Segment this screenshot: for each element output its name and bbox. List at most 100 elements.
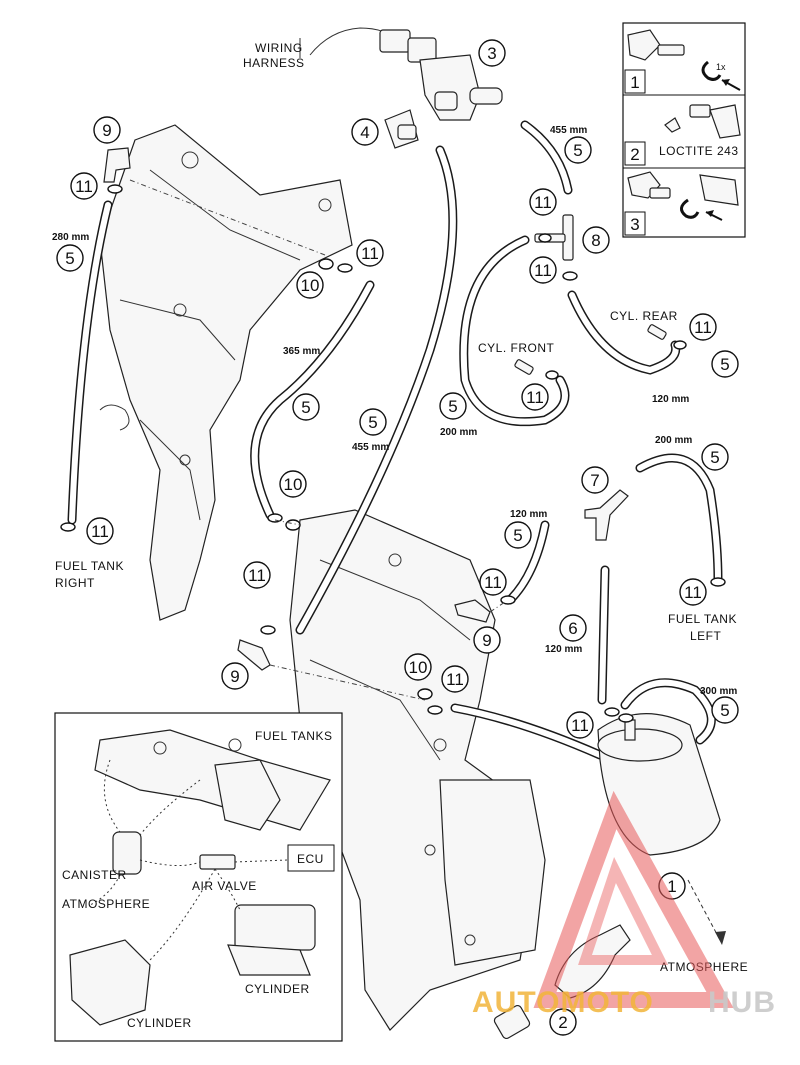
inset-ecu: ECU bbox=[297, 852, 324, 866]
svg-text:11: 11 bbox=[694, 318, 712, 337]
callout-11-top: 11 bbox=[70, 172, 98, 200]
callout-4: 4 bbox=[351, 118, 379, 146]
svg-text:10: 10 bbox=[409, 658, 428, 677]
dim-120-mid: 120 mm bbox=[510, 509, 547, 520]
svg-text:9: 9 bbox=[230, 667, 239, 686]
dim-200-front: 200 mm bbox=[440, 427, 477, 438]
callout-10-c: 10 bbox=[404, 653, 432, 681]
callout-11-g: 11 bbox=[243, 561, 271, 589]
clamps bbox=[60, 184, 726, 723]
callout-5-mid: 5 bbox=[504, 521, 532, 549]
svg-text:5: 5 bbox=[448, 397, 457, 416]
step-2-number: 2 bbox=[630, 145, 639, 164]
callout-2: 2 bbox=[549, 1008, 577, 1036]
dim-120-six: 120 mm bbox=[545, 644, 582, 655]
svg-text:11: 11 bbox=[684, 583, 702, 602]
svg-text:6: 6 bbox=[568, 619, 577, 638]
callout-9-top: 9 bbox=[93, 116, 121, 144]
callout-11-a: 11 bbox=[529, 188, 557, 216]
inset-cylinder-a: CYLINDER bbox=[245, 982, 310, 996]
svg-text:5: 5 bbox=[368, 413, 377, 432]
step-1-1x: 1x bbox=[716, 62, 726, 72]
dim-300: 300 mm bbox=[700, 686, 737, 697]
hoses bbox=[67, 120, 723, 760]
svg-text:11: 11 bbox=[571, 716, 589, 735]
label-harness: HARNESS bbox=[243, 56, 305, 70]
callout-10-b: 10 bbox=[279, 470, 307, 498]
watermark: AUTOMOTO HUB bbox=[472, 790, 776, 1019]
step-2-loctite: LOCTITE 243 bbox=[659, 144, 739, 158]
dim-280: 280 mm bbox=[52, 232, 89, 243]
svg-text:11: 11 bbox=[534, 261, 552, 280]
label-right: RIGHT bbox=[55, 576, 95, 590]
svg-text:5: 5 bbox=[513, 526, 522, 545]
callout-11-f: 11 bbox=[86, 517, 114, 545]
dim-200-right: 200 mm bbox=[655, 435, 692, 446]
svg-text:10: 10 bbox=[301, 276, 320, 295]
label-fuel-tank-left: FUEL TANK bbox=[668, 612, 737, 626]
callout-6: 6 bbox=[559, 614, 587, 642]
svg-text:4: 4 bbox=[360, 123, 369, 142]
inset-fuel-tanks: FUEL TANKS bbox=[255, 729, 332, 743]
inset-canister: CANISTER bbox=[62, 868, 127, 882]
callout-8: 8 bbox=[582, 226, 610, 254]
watermark-logo bbox=[533, 790, 734, 1008]
callout-5-rear: 5 bbox=[711, 350, 739, 378]
y-piece bbox=[584, 489, 629, 541]
svg-text:5: 5 bbox=[301, 398, 310, 417]
atmosphere-arrow bbox=[687, 879, 721, 941]
svg-text:11: 11 bbox=[75, 177, 93, 196]
callout-11-b: 11 bbox=[529, 256, 557, 284]
callout-9-mid: 9 bbox=[473, 626, 501, 654]
svg-text:11: 11 bbox=[526, 388, 544, 407]
callout-11-h: 11 bbox=[479, 568, 507, 596]
svg-text:11: 11 bbox=[248, 566, 266, 585]
label-cyl-rear: CYL. REAR bbox=[610, 309, 678, 323]
elbow-fitting-bottom bbox=[237, 639, 271, 671]
callout-5-365: 5 bbox=[292, 393, 320, 421]
svg-text:11: 11 bbox=[534, 193, 552, 212]
purge-valve bbox=[309, 27, 503, 121]
label-left: LEFT bbox=[690, 629, 722, 643]
dim-455-mid: 455 mm bbox=[352, 442, 389, 453]
steps-box: 1 2 3 1x LOCTITE 243 bbox=[622, 22, 746, 238]
svg-text:8: 8 bbox=[591, 231, 600, 250]
fuel-tank-right-shell bbox=[99, 124, 353, 621]
svg-text:5: 5 bbox=[720, 701, 729, 720]
elbow-fitting-mid bbox=[454, 599, 491, 623]
dim-120-rear: 120 mm bbox=[652, 394, 689, 405]
svg-text:3: 3 bbox=[487, 44, 496, 63]
svg-text:2: 2 bbox=[558, 1013, 567, 1032]
svg-text:5: 5 bbox=[573, 141, 582, 160]
callout-3: 3 bbox=[478, 39, 506, 67]
callout-5-300: 5 bbox=[711, 696, 739, 724]
label-wiring: WIRING bbox=[255, 41, 303, 55]
svg-text:10: 10 bbox=[284, 475, 303, 494]
watermark-brand-a: AUTOMOTO bbox=[472, 986, 654, 1019]
svg-text:5: 5 bbox=[720, 355, 729, 374]
svg-text:1: 1 bbox=[667, 877, 676, 896]
svg-text:11: 11 bbox=[361, 244, 379, 263]
nipples bbox=[514, 324, 667, 375]
callout-5-280: 5 bbox=[56, 244, 84, 272]
svg-text:7: 7 bbox=[590, 471, 599, 490]
callout-11-j: 11 bbox=[441, 665, 469, 693]
callout-7: 7 bbox=[581, 466, 609, 494]
watermark-brand-b: HUB bbox=[708, 986, 776, 1019]
system-schematic-inset: FUEL TANKS CANISTER ATMOSPHERE AIR VALVE… bbox=[54, 712, 343, 1042]
callout-11-k: 11 bbox=[566, 711, 594, 739]
callouts: 3 4 9 11 5 5 11 8 11 11 10 11 5 11 5 5 5… bbox=[56, 39, 739, 1036]
elbow-fitting-top bbox=[103, 147, 131, 183]
inset-atmosphere: ATMOSPHERE bbox=[62, 897, 150, 911]
inset-air-valve: AIR VALVE bbox=[192, 879, 257, 893]
callout-10-a: 10 bbox=[296, 271, 324, 299]
callout-5-455-mid: 5 bbox=[359, 408, 387, 436]
label-cyl-front: CYL. FRONT bbox=[478, 341, 555, 355]
reference-lines bbox=[129, 38, 506, 701]
callout-9-bottom: 9 bbox=[221, 662, 249, 690]
atmosphere-arrowhead bbox=[715, 931, 726, 945]
callout-5-200-right: 5 bbox=[701, 443, 729, 471]
step-1-number: 1 bbox=[630, 73, 639, 92]
